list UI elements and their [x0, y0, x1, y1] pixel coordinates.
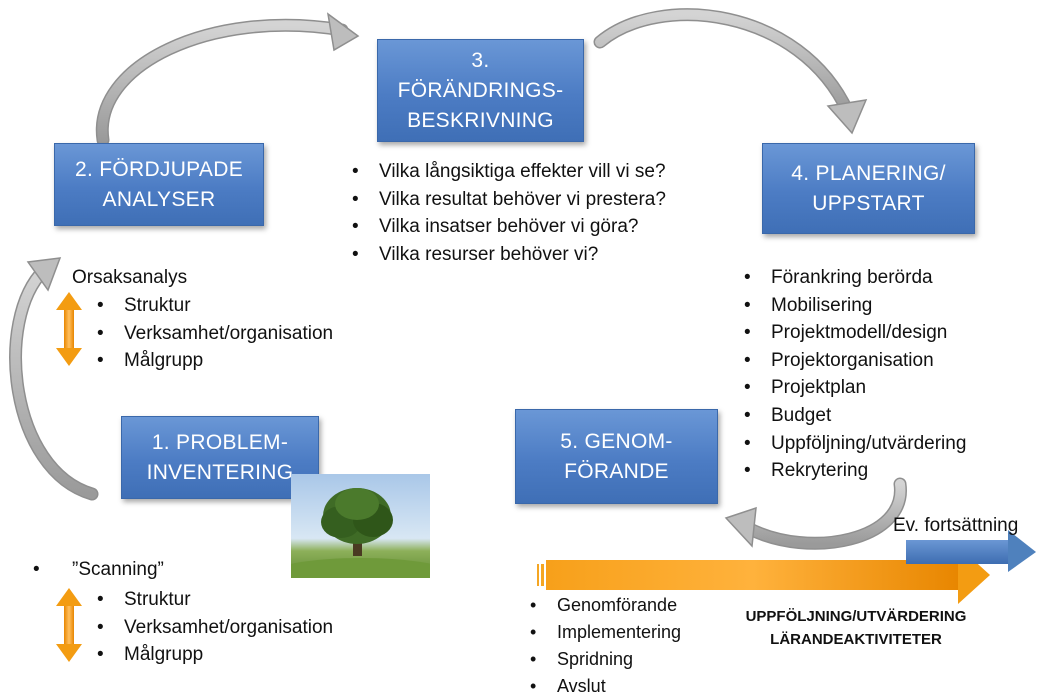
analysis-item: Målgrupp	[92, 347, 333, 375]
execution-item: Avslut	[525, 673, 681, 700]
box-problem-inventering: 1. PROBLEM- INVENTERING	[121, 416, 319, 499]
tree-photo	[291, 474, 430, 578]
cycle-arrow-4-to-5	[724, 477, 907, 550]
inventory-heading-list: ”Scanning”	[28, 556, 164, 584]
box-forandringsbeskrivning: 3. FÖRÄNDRINGS- BESKRIVNING	[377, 39, 584, 142]
continuation-arrow	[906, 530, 1036, 572]
double-arrow-analysis	[56, 292, 82, 366]
inventory-heading: ”Scanning”	[28, 556, 164, 584]
inventory-item: Målgrupp	[92, 641, 333, 669]
tree-photo-art	[291, 488, 430, 578]
execution-item: Implementering	[525, 619, 681, 646]
continuation-label: Ev. fortsättning	[893, 515, 1019, 536]
followup-line1: UPPFÖLJNING/UTVÄRDERING	[745, 608, 967, 625]
question-item: Vilka insatser behöver vi göra?	[347, 213, 666, 241]
execution-item: Genomförande	[525, 592, 681, 619]
box-genomforande: 5. GENOM- FÖRANDE	[515, 409, 718, 504]
planning-item: Uppföljning/utvärdering	[739, 430, 966, 458]
analysis-item: Verksamhet/organisation	[92, 320, 333, 348]
planning-item: Projektmodell/design	[739, 319, 966, 347]
analysis-list: Struktur Verksamhet/organisation Målgrup…	[92, 292, 333, 375]
planning-list: Förankring berörda Mobilisering Projektm…	[739, 264, 966, 485]
planning-item: Budget	[739, 402, 966, 430]
execution-list: Genomförande Implementering Spridning Av…	[525, 592, 681, 700]
planning-item: Mobilisering	[739, 292, 966, 320]
planning-item: Projektorganisation	[739, 347, 966, 375]
double-arrow-inventory	[56, 588, 82, 662]
questions-list: Vilka långsiktiga effekter vill vi se? V…	[347, 158, 666, 268]
question-item: Vilka resultat behöver vi prestera?	[347, 186, 666, 214]
planning-item: Rekrytering	[739, 457, 966, 485]
question-item: Vilka långsiktiga effekter vill vi se?	[347, 158, 666, 186]
box-planering-uppstart: 4. PLANERING/ UPPSTART	[762, 143, 975, 234]
execution-item: Spridning	[525, 646, 681, 673]
inventory-item: Verksamhet/organisation	[92, 614, 333, 642]
inventory-list: Struktur Verksamhet/organisation Målgrup…	[92, 586, 333, 669]
cycle-arrow-3-to-4	[593, 8, 868, 135]
planning-item: Förankring berörda	[739, 264, 966, 292]
planning-item: Projektplan	[739, 374, 966, 402]
followup-line2: LÄRANDEAKTIVITETER	[770, 631, 942, 648]
box-fordjupade-analyser: 2. FÖRDJUPADE ANALYSER	[54, 143, 264, 226]
question-item: Vilka resurser behöver vi?	[347, 241, 666, 269]
analysis-heading: Orsaksanalys	[72, 267, 188, 288]
inventory-item: Struktur	[92, 586, 333, 614]
cycle-arrow-1-to-2	[9, 257, 99, 501]
analysis-item: Struktur	[92, 292, 333, 320]
cycle-arrow-2-to-3	[95, 12, 360, 147]
